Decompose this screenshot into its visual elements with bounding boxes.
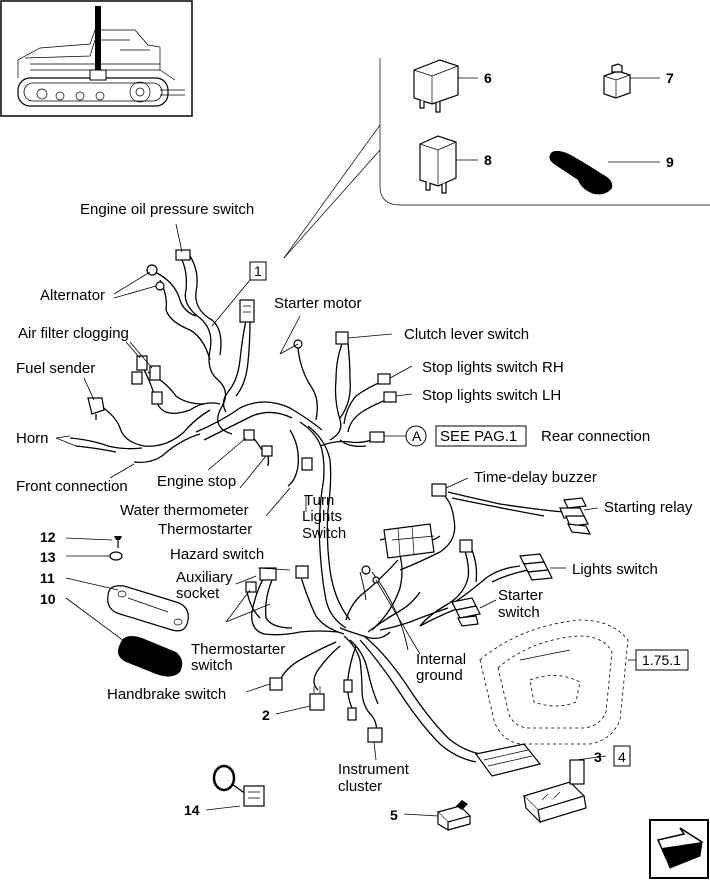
part-number-10: 10: [40, 591, 56, 607]
label-hazard-switch: Hazard switch: [170, 546, 264, 563]
label-turn-lights-line2: Lights: [302, 508, 342, 525]
part-number-5: 5: [390, 807, 398, 823]
label-turn-lights-line1: Turn: [304, 492, 334, 509]
label-thermostarter: Thermostarter: [158, 521, 252, 538]
lens-cover-parts: [65, 536, 189, 677]
label-water-thermometer: Water thermometer: [120, 502, 249, 519]
relay-7: [603, 63, 660, 99]
fuse-box-3: [522, 755, 607, 824]
label-instrument-cluster-line2: cluster: [338, 778, 382, 795]
parts-inset-box: [283, 58, 710, 259]
label-thermostarter-switch-line2: switch: [191, 657, 233, 674]
part-number-3: 3: [594, 749, 602, 765]
label-alternator: Alternator: [40, 287, 105, 304]
label-starter-switch-line1: Starter: [498, 587, 543, 604]
label-internal-ground-line1: Internal: [416, 651, 466, 668]
part-number-13: 13: [40, 549, 56, 565]
label-engine-oil-pressure-switch: Engine oil pressure switch: [80, 201, 254, 218]
part-number-1: 1: [254, 263, 262, 279]
next-page-arrow-button[interactable]: [649, 819, 709, 879]
part-number-11: 11: [40, 570, 55, 586]
label-rear-connection: Rear connection: [541, 428, 650, 445]
diode-2: [275, 686, 325, 715]
label-starter-motor: Starter motor: [274, 295, 362, 312]
instrument-connector: [474, 743, 542, 777]
fuse-5: [403, 800, 472, 832]
label-starter-switch-line2: switch: [498, 604, 540, 621]
part-number-9: 9: [666, 154, 674, 170]
label-front-connection: Front connection: [16, 478, 128, 495]
label-stop-lights-switch-lh: Stop lights switch LH: [422, 387, 561, 404]
instrument-cluster-outline: [479, 619, 636, 745]
label-handbrake-switch: Handbrake switch: [107, 686, 226, 703]
page-reference-1-75-1[interactable]: 1.75.1: [642, 652, 681, 668]
rubber-boot-9: [549, 150, 660, 195]
label-clutch-lever-switch: Clutch lever switch: [404, 326, 529, 343]
part-number-12: 12: [40, 529, 56, 545]
label-starting-relay: Starting relay: [604, 499, 693, 516]
part-number-8: 8: [484, 152, 492, 168]
label-auxiliary-socket-line2: socket: [176, 585, 220, 602]
label-turn-lights-line3: Switch: [302, 525, 346, 542]
leader-lines: [55, 223, 599, 761]
label-instrument-cluster-line1: Instrument: [338, 761, 410, 778]
part-number-7: 7: [666, 70, 674, 86]
see-page-reference[interactable]: SEE PAG.1: [440, 428, 517, 445]
part-number-4: 4: [618, 749, 626, 765]
part-number-14: 14: [184, 802, 200, 818]
label-lights-switch: Lights switch: [572, 561, 658, 578]
lamp-14: [205, 764, 265, 811]
label-time-delay-buzzer: Time-delay buzzer: [474, 469, 597, 486]
part-number-2: 2: [262, 707, 270, 723]
tractor-thumbnail: [0, 0, 193, 117]
label-engine-stop: Engine stop: [157, 473, 236, 490]
label-thermostarter-switch-line1: Thermostarter: [191, 641, 285, 658]
part-number-6: 6: [484, 70, 492, 86]
relay-8: [419, 135, 478, 194]
callout-a: A: [412, 428, 422, 444]
label-fuel-sender: Fuel sender: [16, 360, 95, 377]
label-auxiliary-socket-line1: Auxiliary: [176, 569, 233, 586]
reference-boxes: [211, 261, 689, 767]
relay-6: [413, 59, 478, 113]
label-stop-lights-switch-rh: Stop lights switch RH: [422, 359, 564, 376]
label-horn: Horn: [16, 430, 49, 447]
label-internal-ground-line2: ground: [416, 667, 463, 684]
label-air-filter-clogging: Air filter clogging: [18, 325, 129, 342]
